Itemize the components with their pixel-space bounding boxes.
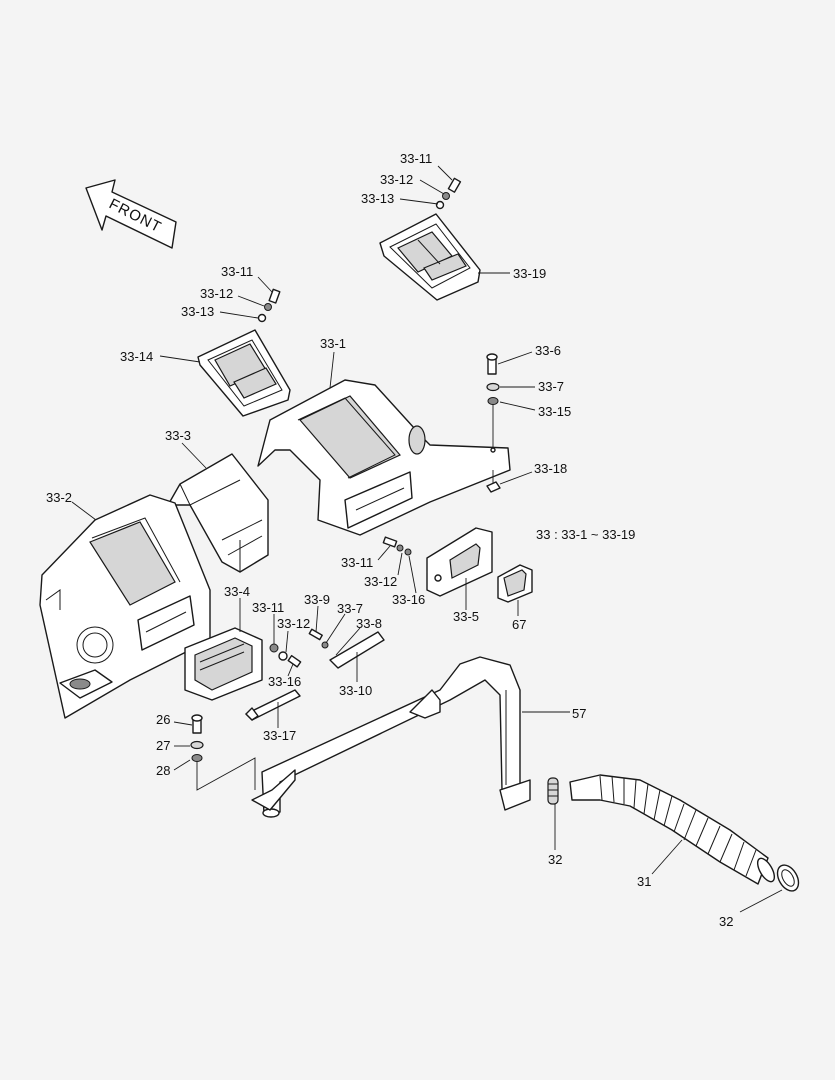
label-67: 67 [512,617,526,632]
leader-lines [71,165,783,913]
bracket-33-10 [308,628,385,669]
label-32-right: 32 [719,914,733,929]
label-33-19: 33-19 [513,266,546,281]
label-28: 28 [156,763,170,778]
label-33-11-low: 33-11 [252,600,284,615]
pipe-frame-57 [251,656,531,818]
label-33-18: 33-18 [534,461,567,476]
label-33-13-left: 33-13 [181,304,214,319]
label-33-7-mid: 33-7 [337,601,363,616]
housing-33-1 [257,379,511,536]
label-26: 26 [156,712,170,727]
label-33-15: 33-15 [538,404,571,419]
hardware-33-4 [269,643,302,668]
clamp-32-right [776,864,800,892]
label-33-5: 33-5 [453,609,479,624]
label-33-8: 33-8 [356,616,382,631]
label-33-3: 33-3 [165,428,191,443]
label-33-11-left: 33-11 [221,264,253,279]
label-33-2: 33-2 [46,490,72,505]
label-57: 57 [572,706,586,721]
label-33-12-top: 33-12 [380,172,413,187]
label-33-1: 33-1 [320,336,346,351]
label-33-10: 33-10 [339,683,372,698]
cover-plate-33-19 [379,213,481,301]
duct-33-3 [167,453,269,573]
label-33-16-low: 33-16 [268,674,301,689]
label-33-16-mid: 33-16 [392,592,425,607]
grille-33-5 [382,527,493,597]
cover-plate-33-14 [197,329,291,417]
front-arrow: FRONT [85,179,177,249]
bolt-stack-26 [190,714,256,791]
label-33-7-right: 33-7 [538,379,564,394]
label-33-17: 33-17 [263,728,296,743]
label-33-13-top: 33-13 [361,191,394,206]
clamp-32-left [547,777,559,805]
label-33-4: 33-4 [224,584,250,599]
label-33-12-low: 33-12 [277,616,310,631]
label-27: 27 [156,738,170,753]
housing-33-2 [39,494,211,719]
seal-67 [497,564,533,603]
assembly-note: 33 : 33-1 ~ 33-19 [536,527,635,542]
bolt-stack-right [486,353,501,493]
bracket-33-17 [245,689,301,721]
label-33-6: 33-6 [535,343,561,358]
bolt-set-top [435,177,462,210]
label-33-14: 33-14 [120,349,153,364]
label-33-11-mid: 33-11 [341,555,373,570]
label-33-11-top: 33-11 [400,151,432,166]
callout-labels: 33-11 33-12 33-13 33-19 33-11 33-12 33-1… [46,151,733,929]
label-33-12-left: 33-12 [200,286,233,301]
grille-33-4 [184,627,263,701]
label-32-left: 32 [548,852,562,867]
label-33-12-mid: 33-12 [364,574,397,589]
label-33-9: 33-9 [304,592,330,607]
hose-31 [569,774,776,885]
label-31: 31 [637,874,651,889]
bolt-set-left [257,288,281,323]
